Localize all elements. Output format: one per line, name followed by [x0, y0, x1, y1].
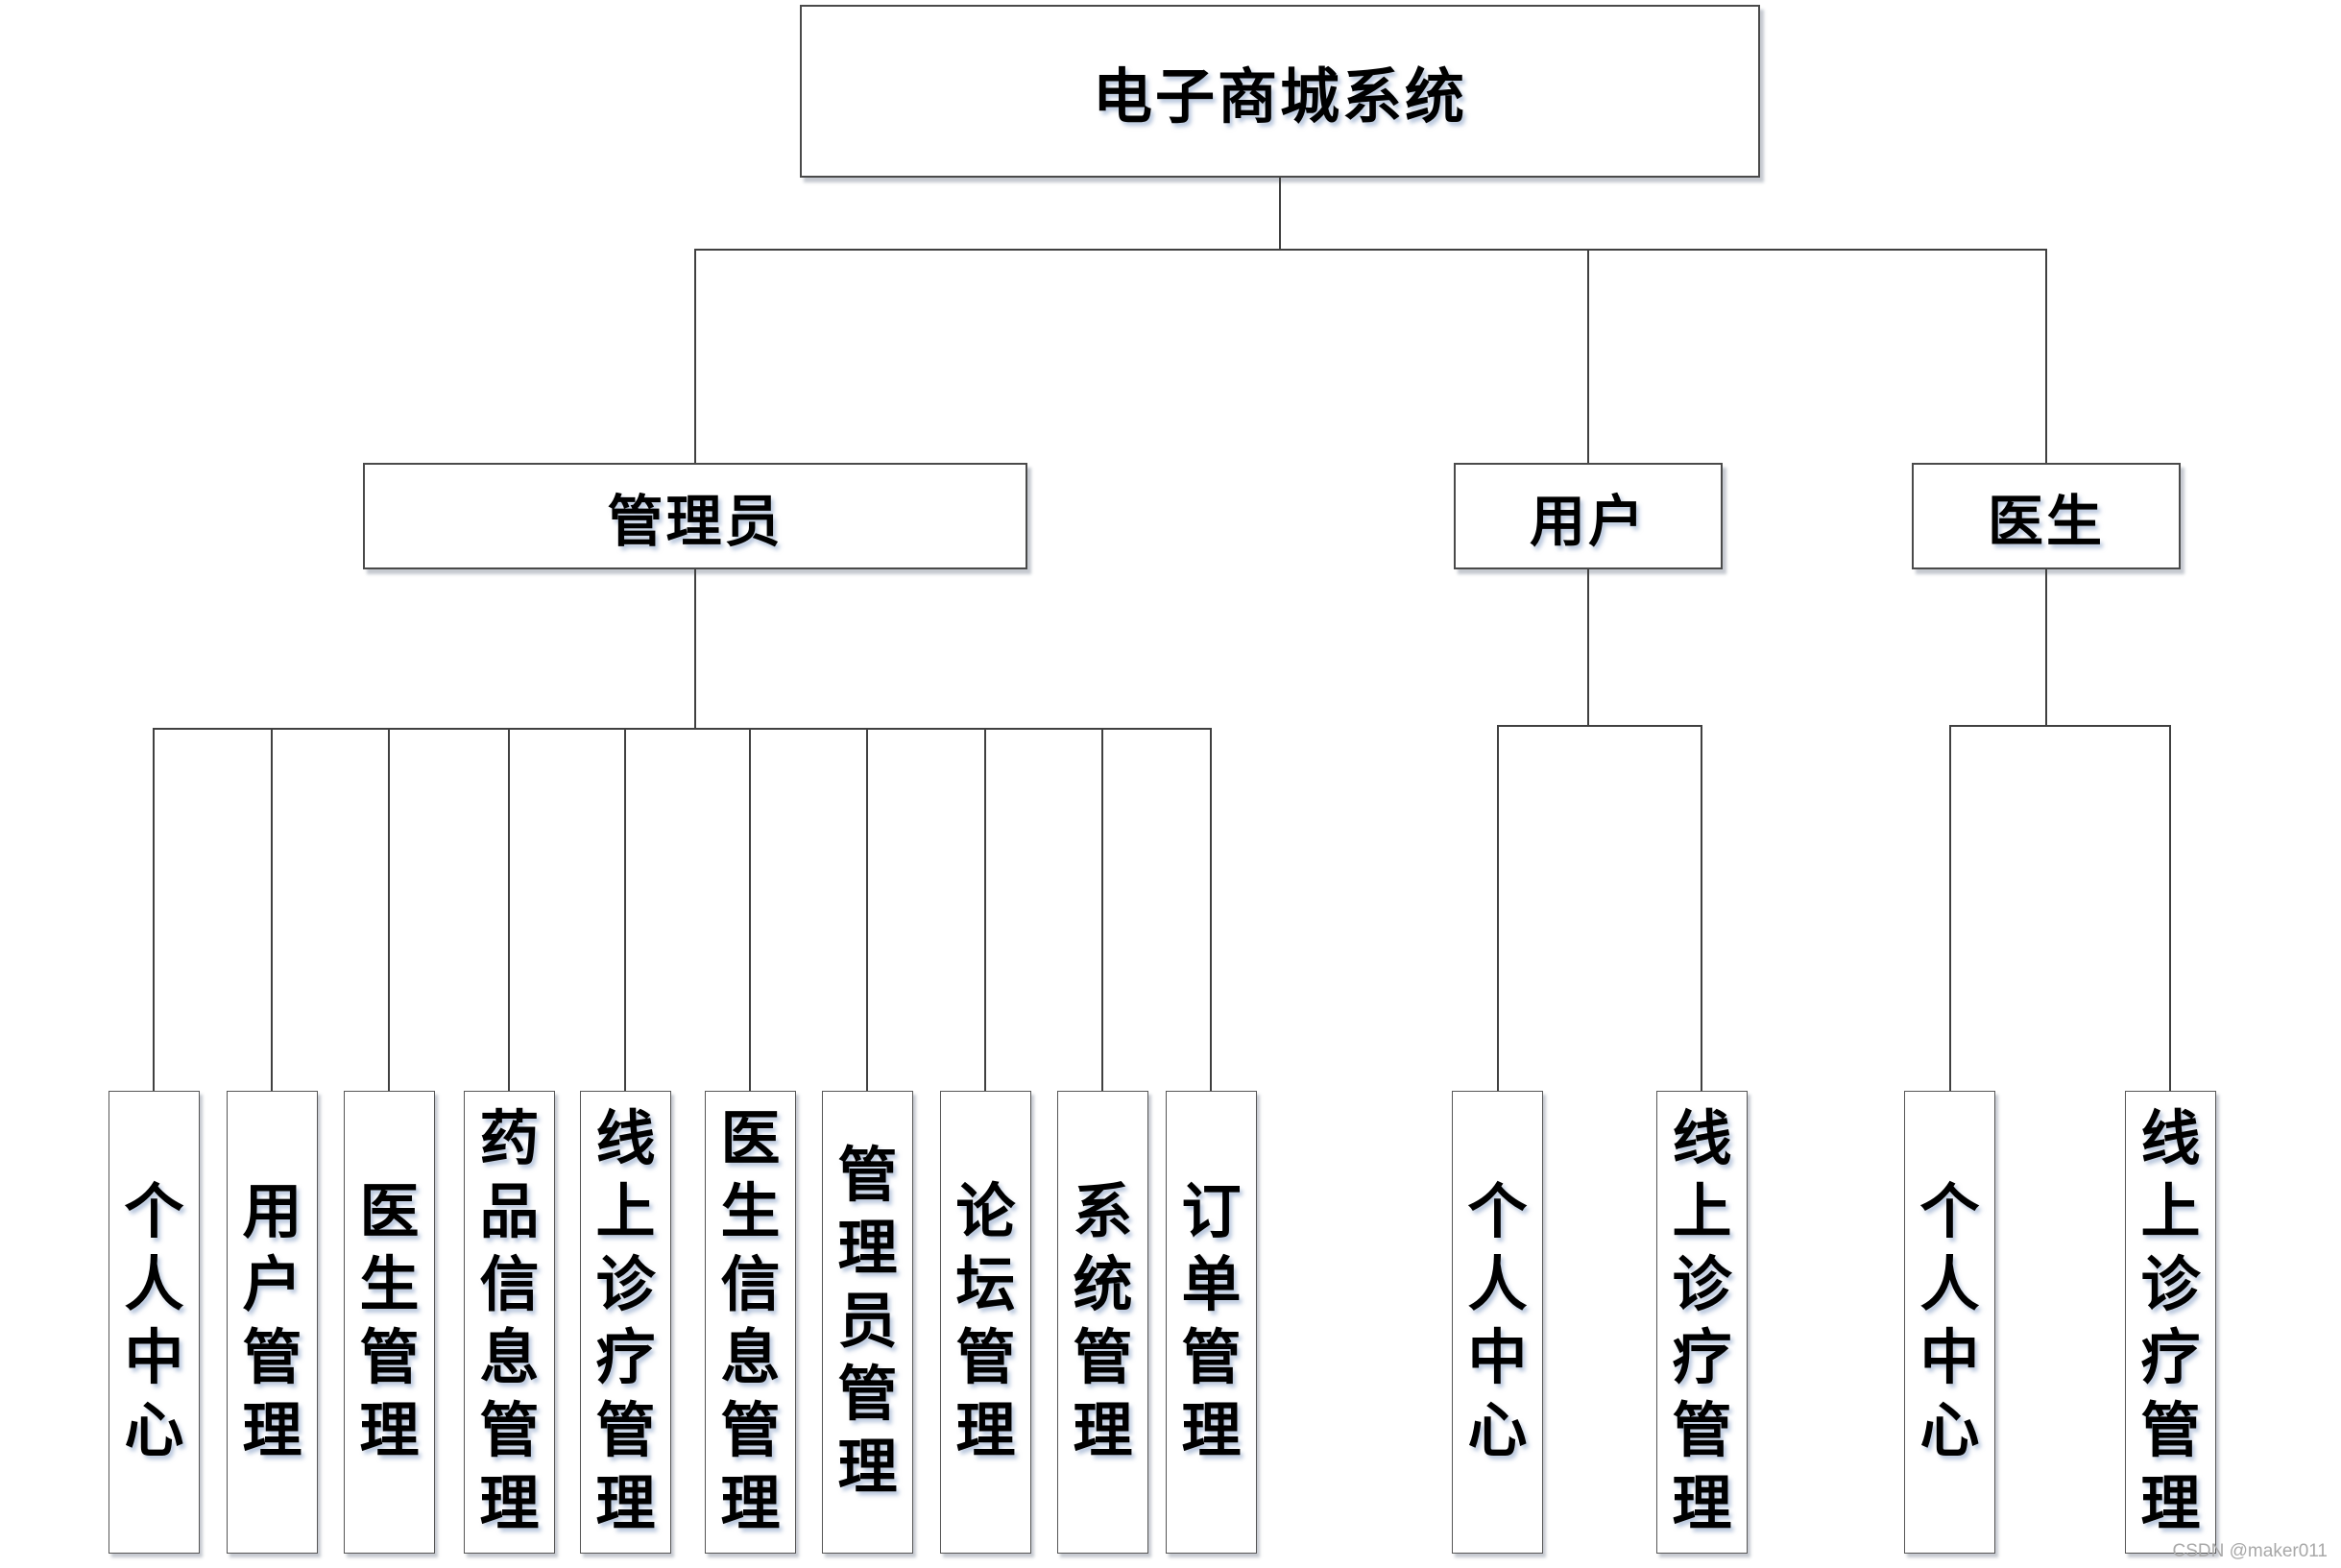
leaf-label: 线上诊疗管理	[1672, 1106, 1732, 1537]
leaf-node-admin-system-management: 系统管理	[1057, 1091, 1148, 1554]
connector-admin-child-drop	[153, 728, 155, 1091]
leaf-node-admin-drug-info-management: 药品信息管理	[464, 1091, 555, 1554]
leaf-label: 管理员管理	[837, 1143, 898, 1501]
connector-doctor-child-drop	[1949, 725, 1951, 1091]
role-node-admin-label: 管理员	[607, 490, 784, 553]
connector-admin-bus	[153, 728, 1212, 730]
connector-admin-child-drop	[508, 728, 510, 1091]
connector-admin-stem	[694, 569, 696, 729]
leaf-label: 线上诊疗管理	[595, 1106, 656, 1537]
leaf-label: 用户管理	[242, 1179, 302, 1464]
connector-drop-user	[1587, 249, 1589, 463]
role-node-doctor-label: 医生	[1987, 490, 2105, 553]
connector-admin-child-drop	[866, 728, 868, 1091]
connector-admin-child-drop	[1101, 728, 1103, 1091]
leaf-node-admin-user-management: 用户管理	[227, 1091, 318, 1554]
leaf-node-admin-administrator-management: 管理员管理	[822, 1091, 913, 1554]
connector-admin-child-drop	[624, 728, 626, 1091]
connector-title-drop	[1279, 178, 1281, 250]
connector-doctor-child-drop	[2169, 725, 2171, 1091]
connector-user-child-drop	[1701, 725, 1702, 1091]
leaf-node-user-personal-center: 个人中心	[1452, 1091, 1543, 1554]
role-node-user-label: 用户	[1529, 490, 1647, 553]
connector-user-bus	[1497, 725, 1702, 727]
leaf-label: 系统管理	[1073, 1179, 1133, 1464]
leaf-label: 线上诊疗管理	[2140, 1106, 2201, 1537]
leaf-node-admin-doctor-info-management: 医生信息管理	[705, 1091, 796, 1554]
csdn-watermark: CSDN @maker011	[2172, 1541, 2328, 1561]
leaf-label: 药品信息管理	[479, 1106, 540, 1537]
connector-admin-child-drop	[749, 728, 751, 1091]
connector-level1-bus	[694, 249, 2047, 251]
role-node-user: 用户	[1454, 463, 1723, 569]
leaf-node-admin-doctor-management: 医生管理	[344, 1091, 435, 1554]
connector-doctor-stem	[2045, 569, 2047, 727]
leaf-label: 个人中心	[1919, 1179, 1980, 1464]
leaf-node-doctor-online-diagnosis-management: 线上诊疗管理	[2125, 1091, 2216, 1554]
leaf-label: 个人中心	[124, 1179, 184, 1464]
role-node-admin: 管理员	[363, 463, 1027, 569]
leaf-node-user-online-diagnosis-management: 线上诊疗管理	[1656, 1091, 1748, 1554]
leaf-node-admin-forum-management: 论坛管理	[940, 1091, 1031, 1554]
root-node-system: 电子商城系统	[800, 5, 1760, 178]
connector-doctor-bus	[1949, 725, 2170, 727]
connector-admin-child-drop	[1210, 728, 1212, 1091]
leaf-node-admin-order-management: 订单管理	[1166, 1091, 1257, 1554]
leaf-label: 医生信息管理	[720, 1106, 781, 1537]
leaf-node-doctor-personal-center: 个人中心	[1904, 1091, 1995, 1554]
leaf-label: 订单管理	[1181, 1179, 1242, 1464]
connector-user-child-drop	[1497, 725, 1499, 1091]
connector-drop-doctor	[2045, 249, 2047, 463]
connector-admin-child-drop	[271, 728, 273, 1091]
connector-admin-child-drop	[388, 728, 390, 1091]
leaf-node-admin-personal-center: 个人中心	[109, 1091, 200, 1554]
connector-drop-admin	[694, 249, 696, 463]
leaf-node-admin-online-diagnosis-management: 线上诊疗管理	[580, 1091, 671, 1554]
leaf-label: 论坛管理	[955, 1179, 1016, 1464]
root-node-label: 电子商城系统	[1092, 64, 1467, 131]
leaf-label: 医生管理	[359, 1179, 420, 1464]
role-node-doctor: 医生	[1912, 463, 2181, 569]
connector-user-stem	[1587, 569, 1589, 727]
connector-admin-child-drop	[984, 728, 986, 1091]
leaf-label: 个人中心	[1467, 1179, 1528, 1464]
